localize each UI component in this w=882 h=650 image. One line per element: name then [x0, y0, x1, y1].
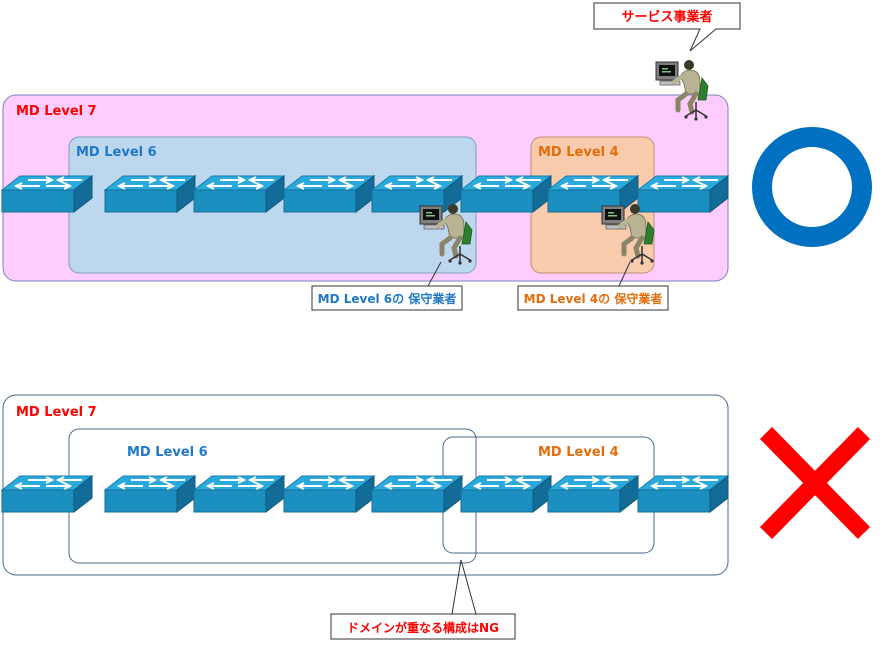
network-switch-icon [637, 475, 729, 513]
top-valid-diagram: MD Level 7 MD Level 6 MD Level 4 サービス事業者… [1, 2, 872, 311]
network-switch-icon [283, 175, 375, 213]
network-switch-icon [371, 175, 463, 213]
provider-callout-text: サービス事業者 [621, 9, 712, 25]
network-switch-icon [104, 175, 196, 213]
maint4-callout-box [517, 285, 669, 311]
maint6-callout-box [311, 285, 463, 311]
network-switch-icon [460, 175, 552, 213]
network-switch-icon [1, 475, 93, 513]
bottom-level6-label: MD Level 6 [127, 445, 208, 460]
ng-callout-box [330, 613, 516, 640]
top-level4-label: MD Level 4 [538, 145, 619, 160]
bottom-level4-label: MD Level 4 [538, 445, 619, 460]
cross-mark-icon [759, 427, 871, 539]
bottom-invalid-diagram: MD Level 7 MD Level 6 MD Level 4 ドメインが重な… [1, 394, 871, 640]
network-switch-icon [371, 475, 463, 513]
maint4-callout-text: MD Level 4の 保守業者 [524, 291, 663, 306]
network-switch-icon [104, 475, 196, 513]
network-switch-icon [547, 475, 639, 513]
network-switch-icon [1, 175, 93, 213]
network-switch-icon [283, 475, 375, 513]
network-switch-icon [637, 175, 729, 213]
top-level7-label: MD Level 7 [16, 104, 97, 119]
maint6-callout-text: MD Level 6の 保守業者 [318, 291, 457, 306]
network-switch-icon [193, 475, 285, 513]
ng-callout-text: ドメインが重なる構成はNG [347, 620, 499, 635]
bottom-level7-label: MD Level 7 [16, 405, 97, 420]
top-level6-label: MD Level 6 [76, 145, 157, 160]
network-switch-icon [193, 175, 285, 213]
network-switch-icon [460, 475, 552, 513]
circle-mark-icon [752, 127, 872, 247]
provider-callout-box [593, 2, 741, 52]
